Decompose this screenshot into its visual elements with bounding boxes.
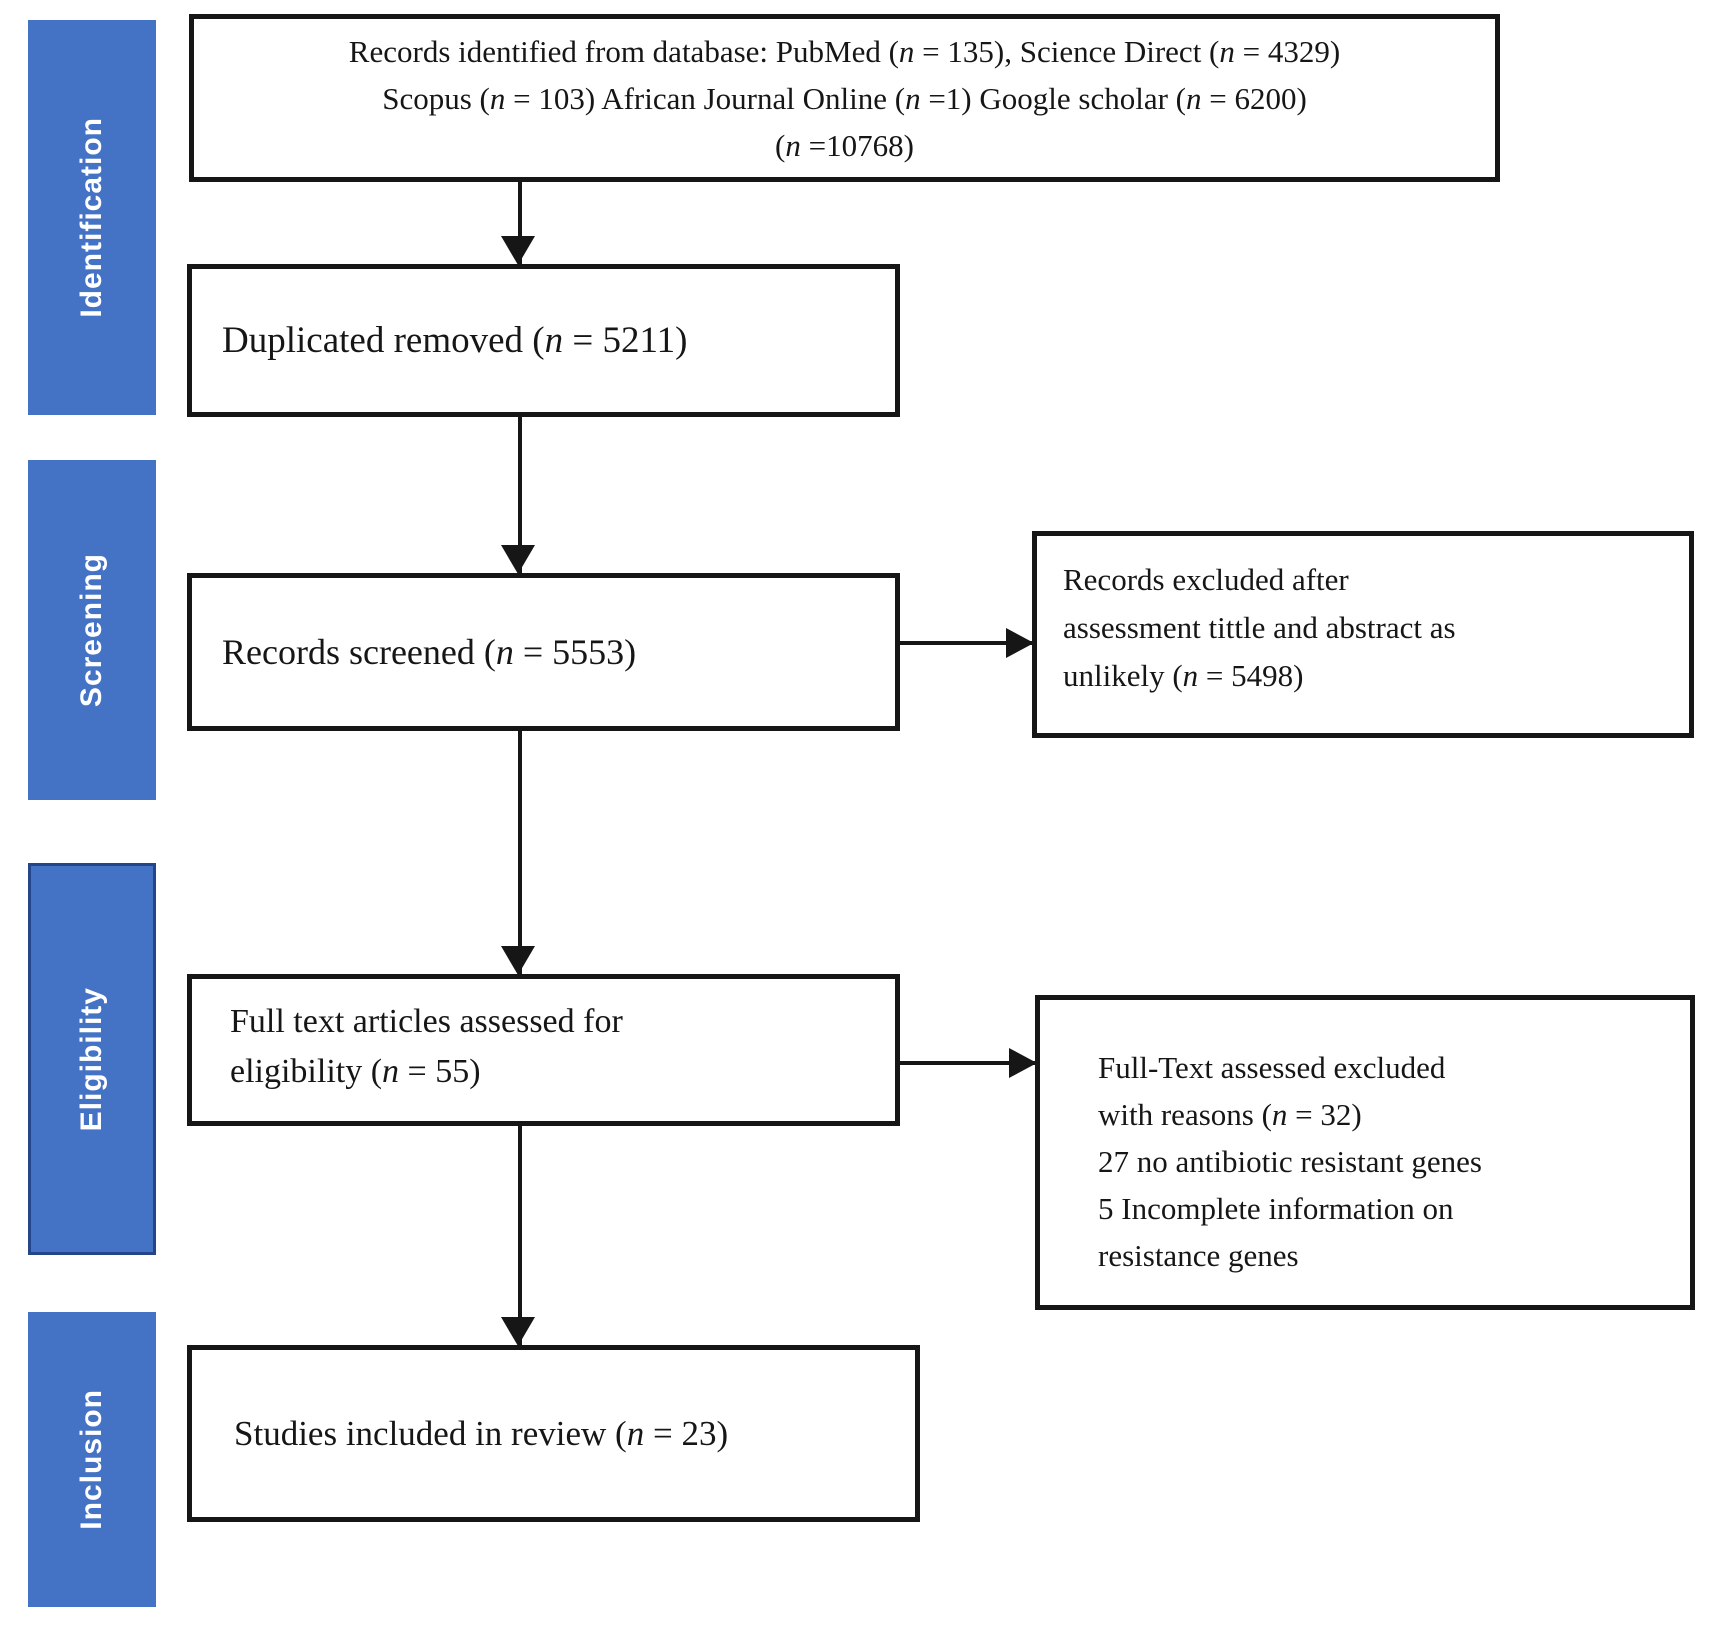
- records-identified-line-2: Scopus (n = 103) African Journal Online …: [382, 81, 1307, 116]
- records-identified-line-1: Records identified from database: PubMed…: [348, 34, 1341, 69]
- stage-label-screening: Screening: [75, 552, 108, 708]
- arrowhead-fulltext-to-included: [501, 1317, 535, 1346]
- arrowhead-identified-to-duplicates: [501, 236, 535, 265]
- stage-label-inclusion: Inclusion: [75, 1389, 108, 1530]
- stage-label-eligibility: Eligibility: [75, 986, 108, 1132]
- fulltext-excluded-line-5: resistance genes: [1098, 1238, 1299, 1273]
- records-identified-line-3: (n =10768): [775, 128, 914, 163]
- fulltext-excluded-line-1: Full-Text assessed excluded: [1098, 1050, 1446, 1085]
- stage-label-identification: Identification: [75, 117, 108, 318]
- fulltext-excluded-line-4: 5 Incomplete information on: [1098, 1191, 1454, 1226]
- connector-screened-to-excluded: [900, 641, 1032, 645]
- records-excluded-line-2: assessment tittle and abstract as: [1063, 610, 1456, 645]
- records-excluded-line-3: unlikely (n = 5498): [1063, 658, 1304, 693]
- duplicates-removed-text: Duplicated removed (n = 5211): [222, 320, 688, 361]
- records-excluded-line-1: Records excluded after: [1063, 562, 1349, 597]
- fulltext-excluded-line-2: with reasons (n = 32): [1098, 1097, 1362, 1132]
- stage-band-inclusion: Inclusion: [28, 1312, 156, 1607]
- box-fulltext-excluded: Full-Text assessed excluded with reasons…: [1035, 995, 1695, 1310]
- connector-identified-to-duplicates: [518, 182, 522, 265]
- box-records-screened: Records screened (n = 5553): [187, 573, 900, 731]
- stage-band-screening: Screening: [28, 460, 156, 800]
- arrowhead-screened-to-fulltext: [501, 946, 535, 975]
- connector-fulltext-to-excluded: [900, 1061, 1035, 1065]
- box-records-excluded: Records excluded after assessment tittle…: [1032, 531, 1694, 738]
- records-screened-text: Records screened (n = 5553): [222, 632, 637, 672]
- stage-band-identification: Identification: [28, 20, 156, 415]
- box-records-identified: Records identified from database: PubMed…: [189, 14, 1500, 182]
- box-fulltext-assessed: Full text articles assessed for eligibil…: [187, 974, 900, 1126]
- fulltext-assessed-line-1: Full text articles assessed for: [230, 1003, 623, 1040]
- connector-fulltext-to-included: [518, 1126, 522, 1345]
- box-studies-included: Studies included in review (n = 23): [187, 1345, 920, 1522]
- arrowhead-screened-to-excluded: [1006, 628, 1034, 658]
- fulltext-assessed-line-2: eligibility (n = 55): [230, 1053, 481, 1090]
- connector-screened-to-fulltext: [518, 731, 522, 974]
- arrowhead-fulltext-to-excluded: [1009, 1048, 1037, 1078]
- studies-included-text: Studies included in review (n = 23): [234, 1413, 729, 1453]
- stage-band-eligibility: Eligibility: [28, 863, 156, 1255]
- box-duplicates-removed: Duplicated removed (n = 5211): [187, 264, 900, 417]
- connector-duplicates-to-screened: [518, 417, 522, 573]
- fulltext-excluded-line-3: 27 no antibiotic resistant genes: [1098, 1144, 1482, 1179]
- arrowhead-duplicates-to-screened: [501, 545, 535, 574]
